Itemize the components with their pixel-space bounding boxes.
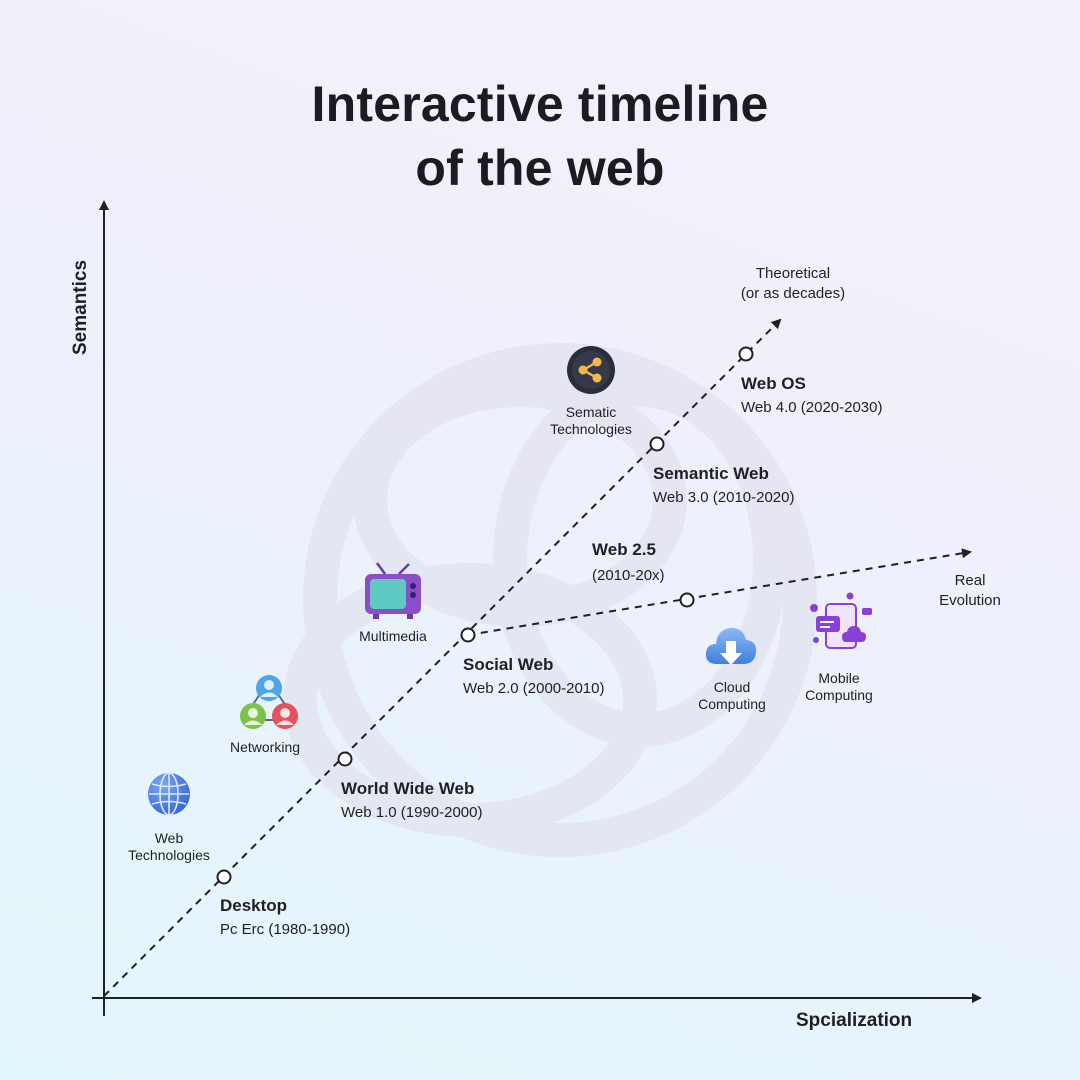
theoretical-trajectory-label: Theoretical (or as decades) <box>718 264 868 304</box>
category-semantic-technologies: Sematic Technologies <box>528 404 654 438</box>
stage-subtitle: Web 2.0 (2000-2010) <box>463 680 605 697</box>
category-line: Computing <box>698 696 766 712</box>
category-mobile-computing: Mobile Computing <box>786 670 892 704</box>
people-network-icon <box>240 675 298 729</box>
stage-desktop: Desktop Pc Erc (1980-1990) <box>220 896 350 938</box>
category-line: Networking <box>229 739 301 755</box>
category-multimedia: Multimedia <box>338 628 448 645</box>
stage-marker-web2 <box>460 627 476 643</box>
cloud-download-icon <box>705 627 757 665</box>
category-line: Sematic <box>565 404 617 420</box>
title-line-2: of the web <box>415 140 665 196</box>
stage-web4: Web OS Web 4.0 (2020-2030) <box>741 374 882 416</box>
category-line: Computing <box>805 687 873 703</box>
page-title: Interactive timeline of the web <box>0 72 1080 200</box>
background-watermark <box>283 343 817 857</box>
stage-subtitle: (2010-20x) <box>592 567 665 584</box>
real-evolution-label: Real Evolution <box>928 571 1012 611</box>
tv-icon <box>365 562 421 619</box>
stage-subtitle: Pc Erc (1980-1990) <box>220 921 351 938</box>
stage-title: Web 2.5 <box>592 540 656 559</box>
note-line: Real <box>954 572 986 589</box>
stage-marker-desktop <box>216 869 232 885</box>
category-line: Multimedia <box>359 628 427 644</box>
theoretical-trajectory-line <box>103 318 782 997</box>
category-networking: Networking <box>210 739 320 756</box>
note-line: Theoretical <box>755 265 831 282</box>
mobile-chat-icon <box>810 592 872 649</box>
stage-marker-web1 <box>337 751 353 767</box>
category-line: Technologies <box>128 847 210 863</box>
stage-subtitle: Web 3.0 (2010-2020) <box>653 489 795 506</box>
category-cloud-computing: Cloud Computing <box>676 679 788 713</box>
stage-web2: Social Web Web 2.0 (2000-2010) <box>463 655 604 697</box>
category-web-technologies: Web Technologies <box>110 830 228 864</box>
category-line: Mobile <box>818 670 860 686</box>
stage-title: Web OS <box>741 374 806 393</box>
stage-title: Desktop <box>220 896 288 915</box>
stage-subtitle: Web 1.0 (1990-2000) <box>341 804 483 821</box>
stage-title: World Wide Web <box>341 779 475 798</box>
stage-title: Semantic Web <box>653 464 769 483</box>
stage-marker-web3 <box>649 436 665 452</box>
category-line: Web <box>154 830 184 846</box>
category-line: Cloud <box>713 679 751 695</box>
note-line: (or as decades) <box>740 285 846 302</box>
note-line: Evolution <box>939 592 1001 609</box>
real-evolution-line <box>467 548 972 636</box>
x-axis-label: Spcialization <box>796 1010 913 1031</box>
globe-icon <box>148 772 190 816</box>
stage-subtitle: Web 4.0 (2020-2030) <box>741 399 883 416</box>
stage-web25: Web 2.5 (2010-20x) <box>592 540 665 584</box>
stage-marker-web4 <box>738 346 754 362</box>
stage-marker-web25 <box>679 592 695 608</box>
y-axis-label: Semantics <box>70 259 91 355</box>
stage-web3: Semantic Web Web 3.0 (2010-2020) <box>653 464 794 506</box>
stage-title: Social Web <box>463 655 554 674</box>
title-line-1: Interactive timeline <box>311 76 769 132</box>
stage-web1: World Wide Web Web 1.0 (1990-2000) <box>341 779 482 821</box>
share-icon <box>567 346 615 394</box>
category-line: Technologies <box>550 421 632 437</box>
